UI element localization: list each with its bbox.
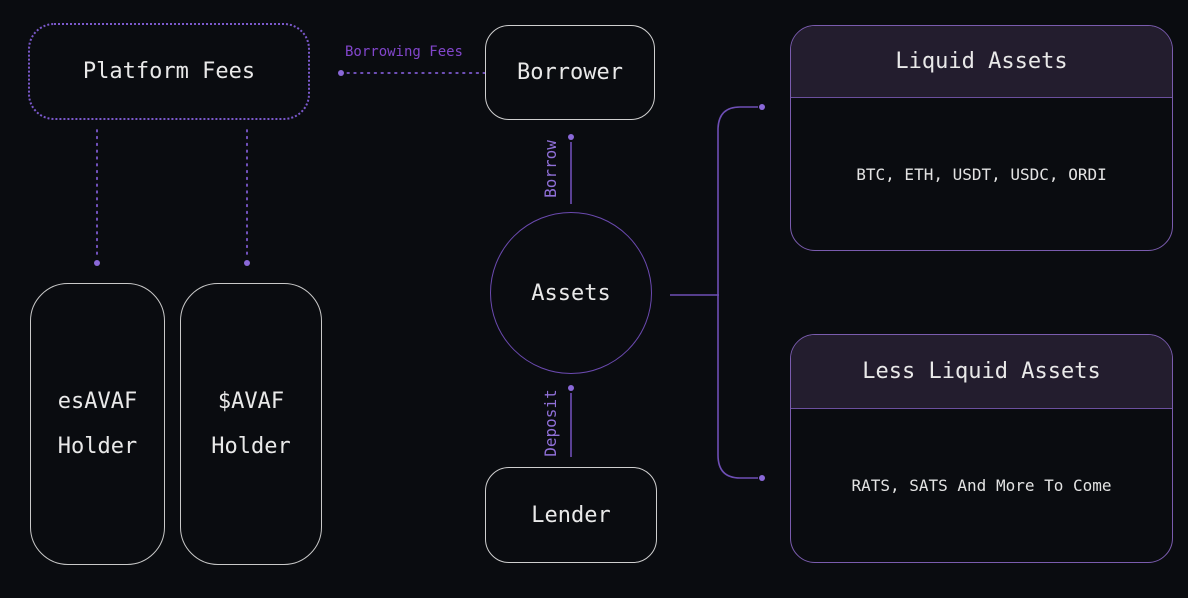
avaf-holder-line1: $AVAF <box>217 389 285 414</box>
esavaf-holder-node: esAVAF Holder <box>30 283 165 565</box>
assets-label: Assets <box>531 280 611 306</box>
fees-to-esavaf-arrow <box>94 129 100 266</box>
avaf-holder-line2: Holder <box>211 434 291 459</box>
less-liquid-assets-card: Less Liquid Assets RATS, SATS And More T… <box>790 334 1173 563</box>
less-liquid-assets-body: RATS, SATS And More To Come <box>791 409 1172 562</box>
esavaf-holder-line1: esAVAF <box>57 389 138 414</box>
lender-label: Lender <box>531 502 611 528</box>
avaf-holder-node: $AVAF Holder <box>180 283 322 565</box>
less-liquid-assets-title: Less Liquid Assets <box>862 359 1101 384</box>
fees-to-avaf-arrow <box>244 129 250 266</box>
assets-brace-connector <box>670 104 765 481</box>
less-liquid-assets-header: Less Liquid Assets <box>791 335 1172 409</box>
borrow-edge-label: Borrow <box>541 140 560 198</box>
liquid-assets-card: Liquid Assets BTC, ETH, USDT, USDC, ORDI <box>790 25 1173 251</box>
deposit-arrow <box>568 385 574 457</box>
deposit-edge-label: Deposit <box>541 389 560 457</box>
liquid-assets-body: BTC, ETH, USDT, USDC, ORDI <box>791 98 1172 250</box>
assets-node: Assets <box>490 212 652 374</box>
liquid-assets-title: Liquid Assets <box>895 49 1068 74</box>
platform-fees-node: Platform Fees <box>28 23 310 120</box>
borrower-label: Borrower <box>517 60 623 85</box>
liquid-assets-items: BTC, ETH, USDT, USDC, ORDI <box>856 164 1107 184</box>
borrow-arrow <box>568 134 574 204</box>
borrowing-fees-edge-label: Borrowing Fees <box>344 44 463 60</box>
borrower-node: Borrower <box>485 25 655 120</box>
liquid-assets-header: Liquid Assets <box>791 26 1172 98</box>
less-liquid-assets-items: RATS, SATS And More To Come <box>851 476 1112 495</box>
borrowing-fees-arrow <box>338 70 486 76</box>
platform-fees-label: Platform Fees <box>82 59 256 84</box>
lender-node: Lender <box>485 467 657 563</box>
esavaf-holder-line2: Holder <box>57 434 138 459</box>
